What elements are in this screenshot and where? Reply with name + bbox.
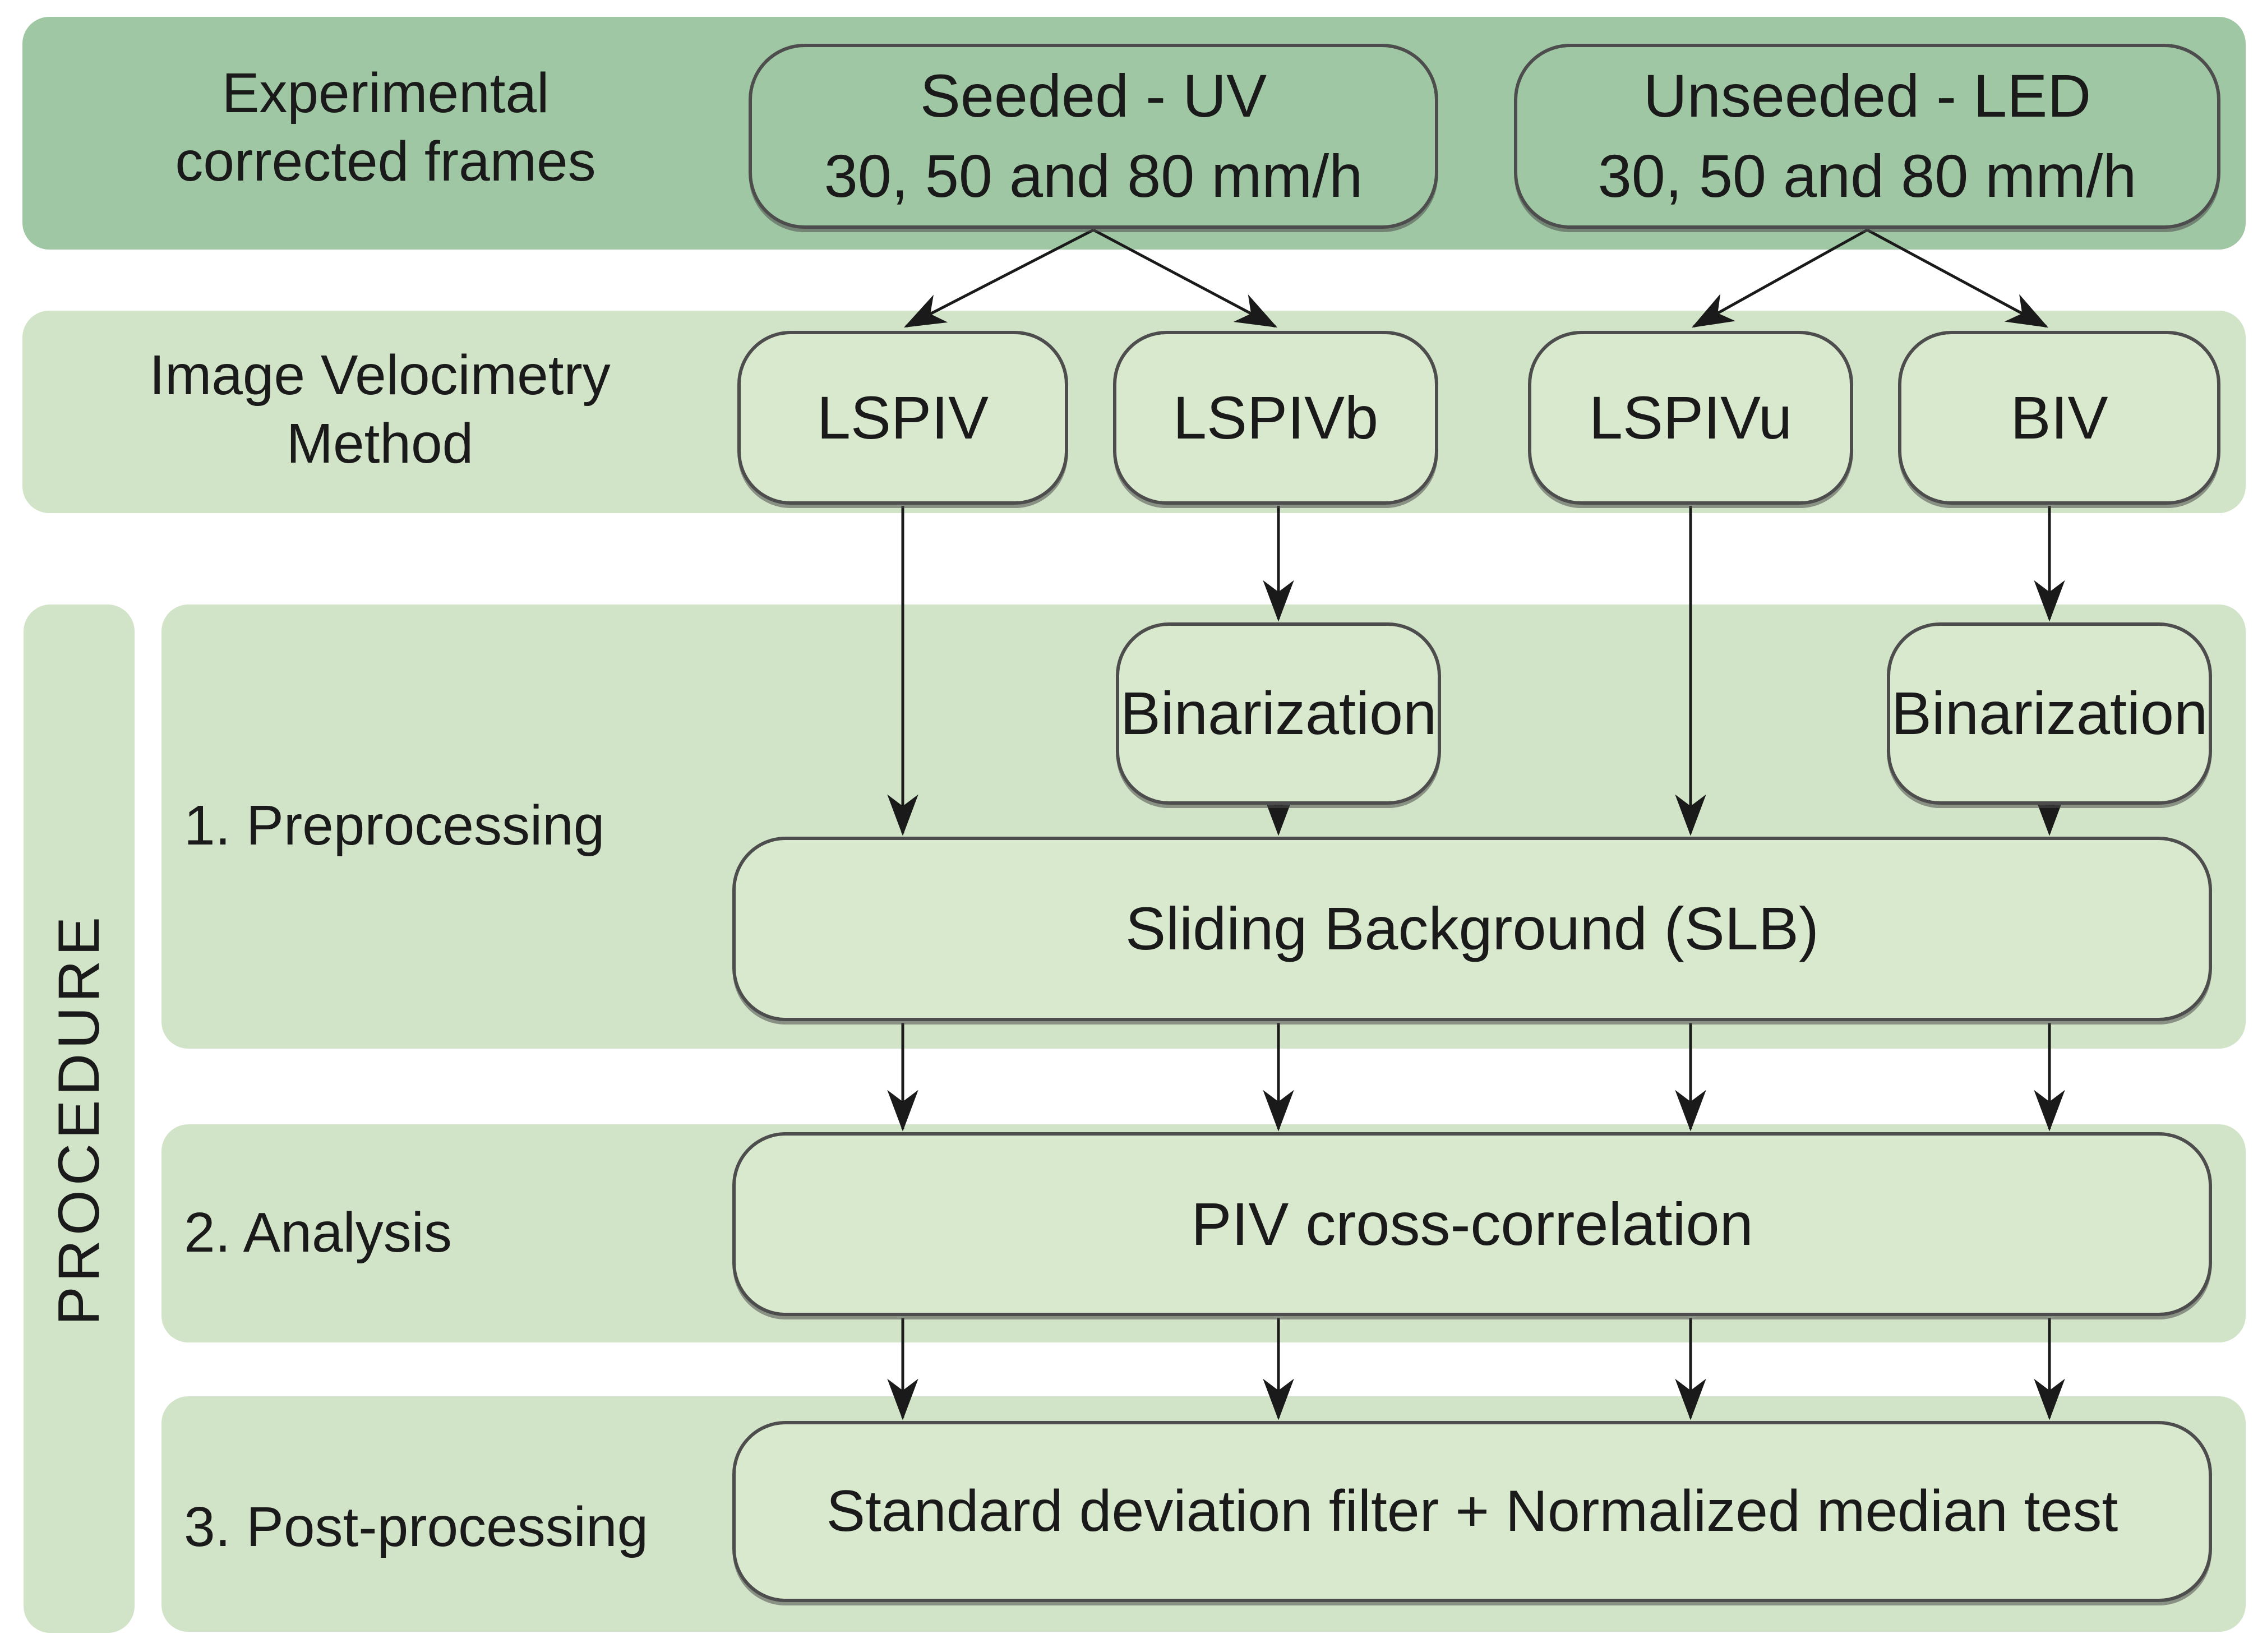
binarization-box-left: Binarization xyxy=(1116,622,1441,805)
sliding-background-box: Sliding Background (SLB) xyxy=(732,837,2212,1021)
arrow-unseeded-to-biv xyxy=(1866,228,2049,328)
binarization-box-right: Binarization xyxy=(1887,622,2212,805)
method-band-label-line1: Image Velocimetry xyxy=(149,344,611,407)
biv-box: BIV xyxy=(1898,331,2220,505)
arrow-unseeded-to-lspivu xyxy=(1691,228,1868,328)
arrow-seeded-to-lspiv xyxy=(903,228,1095,328)
method-band-label: Image Velocimetry Method xyxy=(22,341,737,478)
seeded-uv-box: Seeded - UV 30, 50 and 80 mm/h xyxy=(749,44,1438,229)
step-label-postprocessing: 3. Post-processing xyxy=(184,1496,649,1558)
procedure-sidebar: PROCEDURE xyxy=(24,604,135,1633)
step-label-preprocessing: 1. Preprocessing xyxy=(184,794,605,857)
lspivu-box-label: LSPIVu xyxy=(1589,383,1793,451)
postprocessing-filter-box-label: Standard deviation filter + Normalized m… xyxy=(826,1478,2118,1544)
piv-cross-correlation-box: PIV cross-correlation xyxy=(732,1132,2212,1316)
lspivu-box: LSPIVu xyxy=(1528,331,1853,505)
biv-box-label: BIV xyxy=(2010,383,2108,451)
experimental-band-label-line1: Experimental xyxy=(221,62,550,124)
experimental-band-label: Experimental corrected frames xyxy=(22,59,749,196)
unseeded-led-box-line1: Unseeded - LED xyxy=(1643,62,2091,130)
piv-cross-correlation-box-label: PIV cross-correlation xyxy=(1191,1189,1753,1258)
seeded-uv-box-line1: Seeded - UV xyxy=(920,62,1267,130)
lspiv-box: LSPIV xyxy=(737,331,1068,505)
unseeded-led-box-line2: 30, 50 and 80 mm/h xyxy=(1597,142,2137,210)
experimental-band-label-line2: corrected frames xyxy=(175,130,596,193)
seeded-uv-box-line2: 30, 50 and 80 mm/h xyxy=(824,142,1363,210)
arrow-seeded-to-lspivb xyxy=(1092,228,1278,328)
binarization-box-left-label: Binarization xyxy=(1120,679,1437,747)
unseeded-led-box: Unseeded - LED 30, 50 and 80 mm/h xyxy=(1514,44,2220,229)
lspivb-box: LSPIVb xyxy=(1113,331,1438,505)
binarization-box-right-label: Binarization xyxy=(1891,679,2208,747)
lspivb-box-label: LSPIVb xyxy=(1172,383,1379,451)
lspiv-box-label: LSPIV xyxy=(816,383,989,451)
sliding-background-box-label: Sliding Background (SLB) xyxy=(1125,894,1819,963)
postprocessing-filter-box: Standard deviation filter + Normalized m… xyxy=(732,1421,2212,1602)
method-band-label-line2: Method xyxy=(286,412,474,475)
step-label-analysis: 2. Analysis xyxy=(184,1201,453,1264)
